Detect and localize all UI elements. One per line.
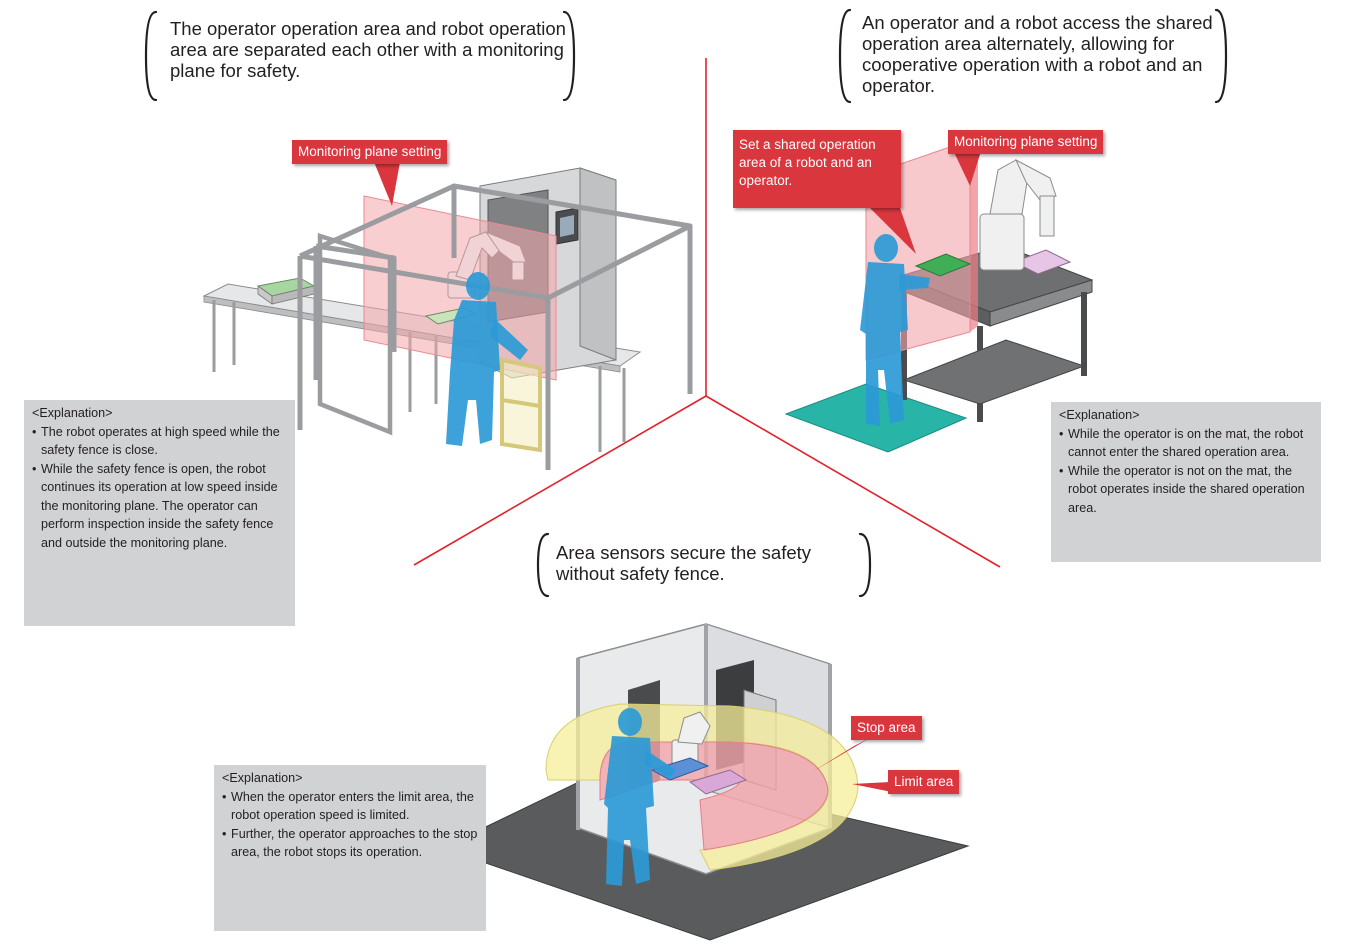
divider-lines — [413, 58, 1001, 568]
bottom-cell-illustration — [440, 623, 970, 941]
explanation-bottom-list: When the operator enters the limit area,… — [222, 788, 480, 862]
caption-bottom-text: Area sensors secure the safety without s… — [556, 542, 812, 584]
explanation-right-list: While the operator is on the mat, the ro… — [1059, 425, 1315, 518]
explanation-left: <Explanation> The robot operates at high… — [24, 400, 295, 626]
bottom-operator — [604, 708, 676, 886]
callout-pointers — [374, 148, 982, 792]
caption-left-text: The operator operation area and robot op… — [170, 18, 566, 81]
explanation-item: While the operator is on the mat, the ro… — [1059, 425, 1315, 462]
callout-shared-operation-area: Set a shared operation area of a robot a… — [733, 130, 901, 208]
caption-left: The operator operation area and robot op… — [166, 18, 574, 81]
caption-bottom: Area sensors secure the safety without s… — [552, 542, 870, 584]
right-operator — [860, 234, 930, 426]
right-cell-illustration — [784, 139, 1094, 453]
right-robot-arm — [979, 158, 1057, 271]
caption-brackets — [144, 8, 1228, 598]
left-operator — [446, 272, 528, 446]
callout-stop-area: Stop area — [851, 716, 922, 740]
callout-left-monitoring-plane: Monitoring plane setting — [292, 140, 448, 164]
explanation-bottom: <Explanation> When the operator enters t… — [214, 765, 486, 931]
explanation-item: While the operator is not on the mat, th… — [1059, 462, 1315, 518]
explanation-left-list: The robot operates at high speed while t… — [32, 423, 289, 553]
safety-fence — [297, 183, 693, 470]
yellow-cart — [500, 357, 542, 453]
left-cell-illustration — [202, 167, 693, 470]
callout-limit-area: Limit area — [888, 770, 960, 794]
explanation-item: The robot operates at high speed while t… — [32, 423, 289, 460]
explanation-bottom-heading: <Explanation> — [222, 771, 303, 785]
fence-door — [317, 232, 393, 436]
callout-right-monitoring-plane: Monitoring plane setting — [948, 130, 1104, 154]
explanation-left-heading: <Explanation> — [32, 406, 113, 420]
caption-right: An operator and a robot access the share… — [858, 12, 1226, 96]
explanation-item: Further, the operator approaches to the … — [222, 825, 480, 862]
explanation-right: <Explanation> While the operator is on t… — [1051, 402, 1321, 562]
explanation-item: While the safety fence is open, the robo… — [32, 460, 289, 553]
explanation-item: When the operator enters the limit area,… — [222, 788, 480, 825]
caption-right-text: An operator and a robot access the share… — [862, 12, 1213, 96]
explanation-right-heading: <Explanation> — [1059, 408, 1140, 422]
